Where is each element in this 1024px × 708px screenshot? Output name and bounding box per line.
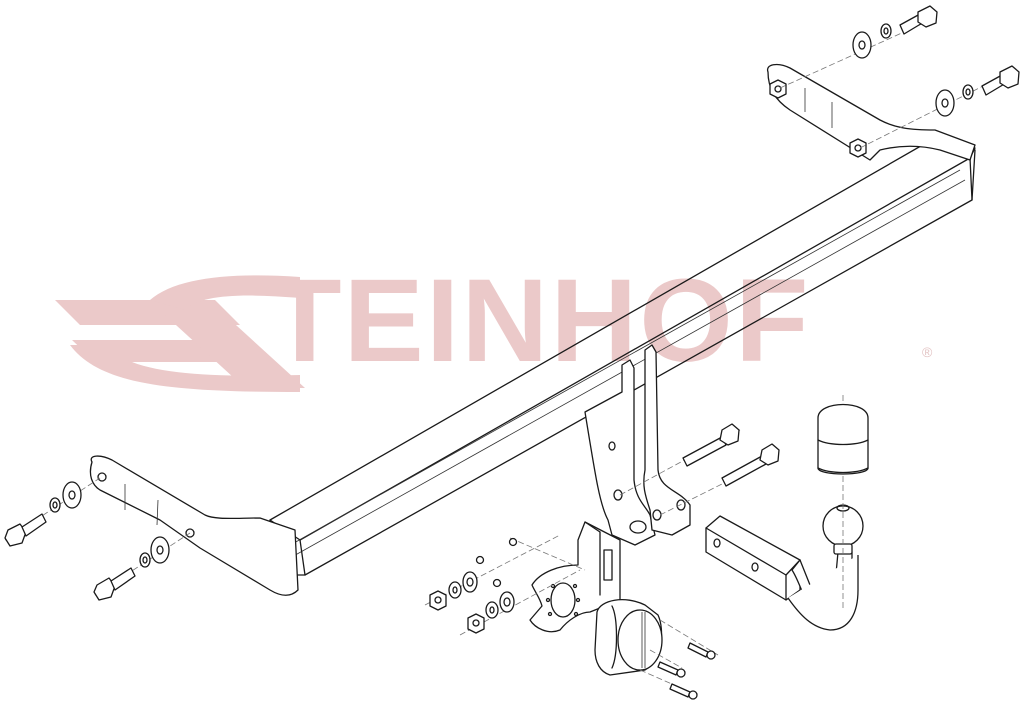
lock-washer-icon [962, 84, 974, 100]
center-mount-plates [584, 344, 691, 546]
ball-neck [705, 504, 864, 631]
right-hardware-upper [779, 5, 938, 89]
nut-icon [467, 613, 485, 634]
right-side-bracket [766, 63, 976, 161]
nut-icon [849, 138, 867, 158]
screw-icon [669, 683, 698, 700]
bolt-icon [4, 513, 47, 547]
bolt-icon [682, 423, 740, 467]
lock-washer-icon [139, 552, 151, 568]
lock-washer-icon [49, 497, 61, 513]
lock-washer-icon [880, 23, 892, 39]
left-hardware-lower [93, 532, 191, 601]
flat-washer-icon [62, 481, 82, 509]
socket-screws [657, 642, 716, 700]
bolt-icon [721, 443, 780, 487]
flat-washer-icon [935, 89, 955, 117]
center-bolts [619, 423, 781, 516]
nut-icon [429, 590, 447, 611]
flat-washer-icon [852, 31, 872, 59]
left-side-bracket [89, 455, 299, 596]
electrical-socket [594, 599, 719, 693]
small-nut-icon [492, 578, 502, 588]
nut-icon [769, 79, 787, 99]
small-nut-icon [475, 555, 485, 565]
flat-washer-icon [462, 571, 478, 593]
flat-washer-icon [499, 591, 515, 613]
flat-washer-icon [150, 536, 170, 564]
screw-icon [657, 661, 686, 678]
ball-cap [817, 395, 869, 610]
screw-icon [687, 642, 716, 660]
socket-bracket [529, 521, 621, 633]
bolt-icon [93, 567, 136, 601]
socket-hardware [424, 534, 586, 636]
right-hardware-lower [859, 65, 1020, 149]
lock-washer-icon [448, 581, 462, 599]
lock-washer-icon [485, 601, 499, 619]
bolt-icon [899, 5, 938, 35]
left-hardware-upper [4, 477, 101, 547]
small-nut-icon [508, 537, 518, 547]
bolt-icon [981, 65, 1020, 96]
